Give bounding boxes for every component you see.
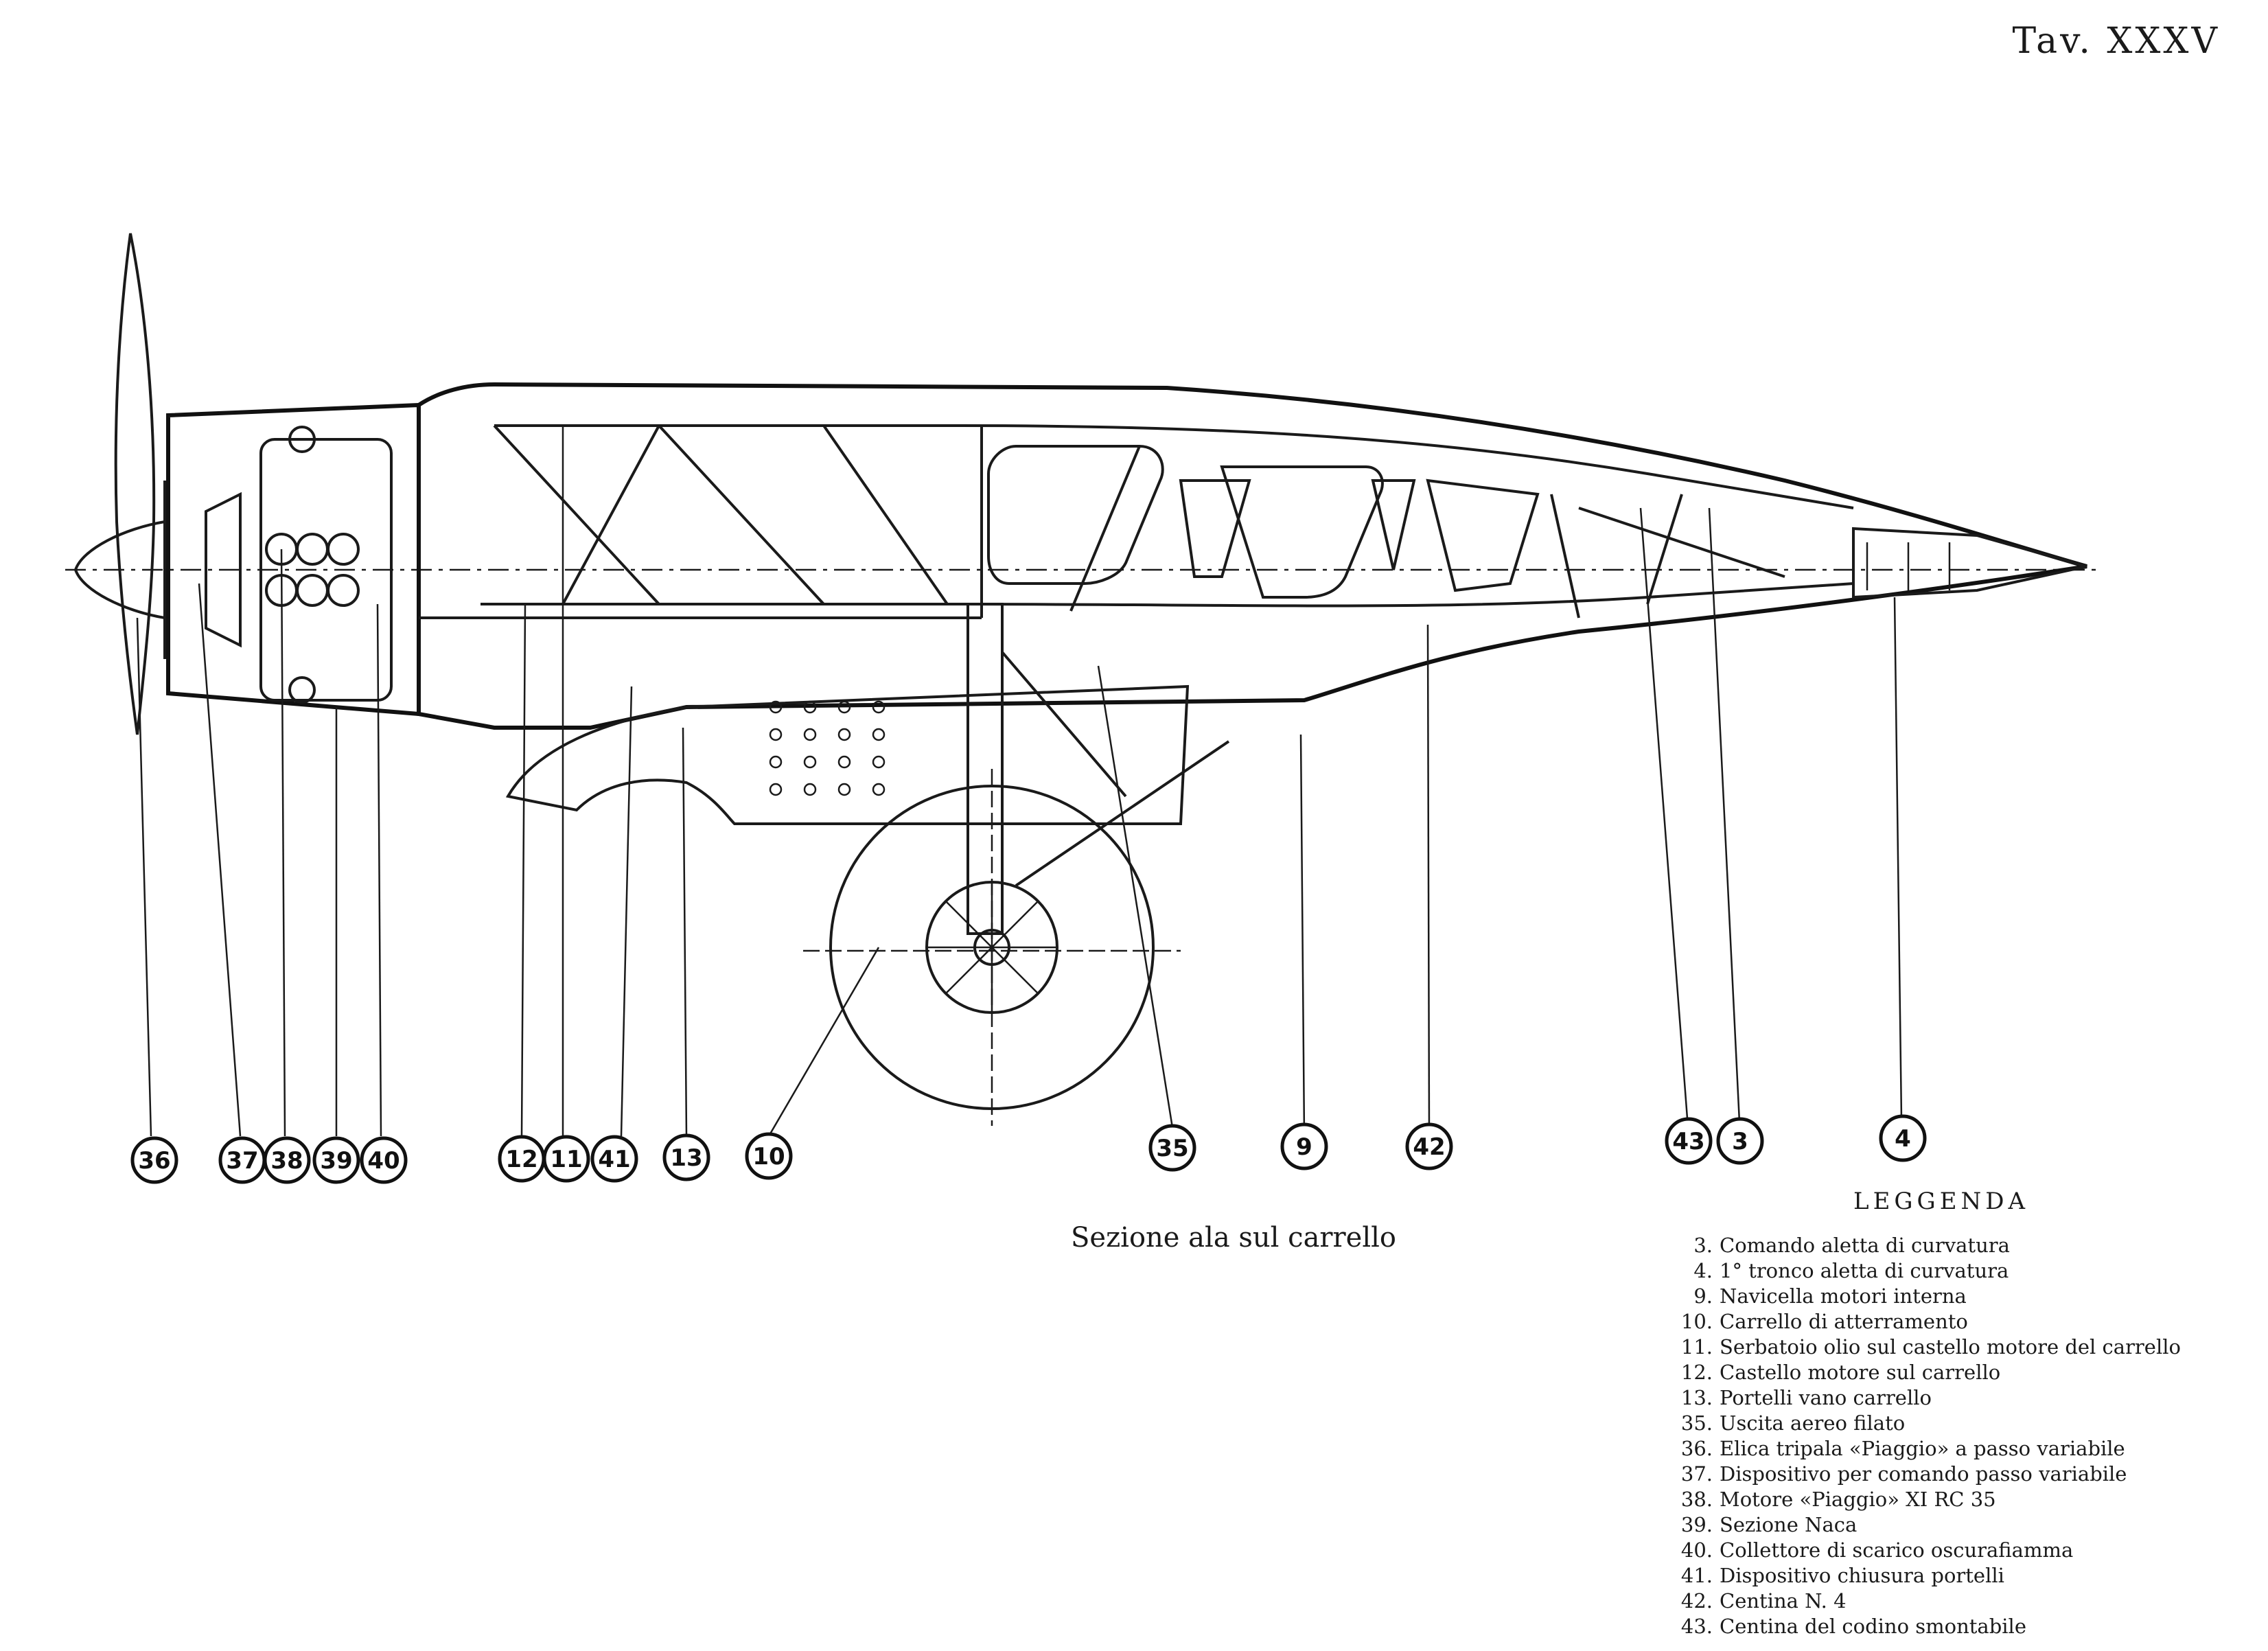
svg-text:4: 4 [1895, 1125, 1911, 1153]
radial-engine [259, 438, 393, 702]
svg-text:35: 35 [1156, 1135, 1188, 1162]
callout-39: 39 [312, 1136, 360, 1184]
callout-37: 37 [218, 1136, 266, 1184]
truss-members [493, 424, 1785, 619]
svg-text:36: 36 [138, 1147, 170, 1175]
gear-oleo-leg [967, 603, 1004, 935]
callout-40: 40 [360, 1136, 408, 1184]
upper-chord [494, 424, 1854, 509]
svg-text:3: 3 [1732, 1128, 1748, 1155]
legend-item: 39.Sezione Naca [1680, 1513, 1858, 1536]
legend-item: 9.Navicella motori interna [1693, 1284, 1967, 1308]
legend-item: 11.Serbatoio olio sul castello motore de… [1680, 1335, 2181, 1359]
legend-item: 3.Comando aletta di curvatura [1693, 1234, 2010, 1257]
legend-title: LEGGENDA [1853, 1188, 2030, 1215]
svg-text:9: 9 [1296, 1133, 1312, 1161]
gear-strut [1001, 651, 1127, 798]
callout-13: 13 [662, 1133, 710, 1181]
legend: LEGGENDA 3.Comando aletta di curvatura 4… [1675, 1188, 2238, 1639]
svg-text:13: 13 [670, 1144, 702, 1172]
callout-38: 38 [263, 1136, 311, 1184]
legend-item: 37.Dispositivo per comando passo variabi… [1680, 1462, 2127, 1486]
callout-10: 10 [745, 1132, 793, 1180]
callout-41: 41 [590, 1135, 638, 1183]
callout-3: 3 [1716, 1117, 1764, 1165]
legend-item: 4.1° tronco aletta di curvatura [1693, 1259, 2009, 1282]
svg-text:42: 42 [1413, 1133, 1445, 1161]
leader-lines [136, 426, 1903, 1137]
drawing-caption: Sezione ala sul carrello [1071, 1222, 1397, 1254]
callout-12: 12 [498, 1135, 546, 1183]
svg-text:10: 10 [752, 1143, 785, 1170]
legend-item: 36.Elica tripala «Piaggio» a passo varia… [1680, 1437, 2125, 1460]
callout-35: 35 [1148, 1124, 1196, 1172]
pitch-mechanism [205, 492, 242, 648]
propeller-blade [114, 233, 156, 735]
svg-text:41: 41 [598, 1146, 630, 1173]
legend-item: 43.Centina del codino smontabile [1680, 1615, 2026, 1638]
callout-43: 43 [1665, 1117, 1713, 1165]
legend-item: 12.Castello motore sul carrello [1680, 1361, 2001, 1384]
tail-cone [1852, 527, 2087, 599]
legend-item: 35.Uscita aereo filato [1680, 1411, 1906, 1435]
legend-item: 42.Centina N. 4 [1680, 1589, 1847, 1613]
gear-bay-door [505, 684, 1190, 825]
callout-42: 42 [1405, 1122, 1453, 1170]
engine-cylinders [265, 426, 360, 704]
svg-text:43: 43 [1672, 1128, 1704, 1155]
legend-item: 40.Collettore di scarico oscurafiamma [1680, 1538, 2074, 1562]
callout-9: 9 [1280, 1122, 1328, 1170]
callout-4: 4 [1879, 1114, 1927, 1162]
svg-text:11: 11 [550, 1146, 582, 1173]
legend-item: 38.Motore «Piaggio» XI RC 35 [1680, 1488, 1996, 1511]
legend-item: 13.Portelli vano carrello [1680, 1386, 1932, 1409]
legend-item: 41.Dispositivo chiusura portelli [1680, 1564, 2004, 1587]
svg-text:39: 39 [320, 1147, 352, 1175]
legend-list: 3.Comando aletta di curvatura 4.1° tronc… [1675, 1233, 2238, 1639]
svg-text:37: 37 [226, 1147, 258, 1175]
wing-section-drawing: 36 37 38 39 40 12 11 41 13 10 35 9 42 43… [65, 233, 2101, 1184]
door-rivet-grid [769, 700, 886, 796]
legend-item: 10.Carrello di atterramento [1680, 1310, 1968, 1333]
rib-lightening-holes [987, 445, 1540, 599]
svg-text:40: 40 [367, 1147, 400, 1175]
svg-text:12: 12 [505, 1146, 537, 1173]
callout-11: 11 [542, 1135, 590, 1183]
callout-36: 36 [130, 1136, 178, 1184]
plate-number: Tav. XXXV [2012, 21, 2220, 62]
svg-text:38: 38 [270, 1147, 303, 1175]
propeller-spinner [73, 520, 166, 620]
lower-chord [481, 582, 1854, 608]
